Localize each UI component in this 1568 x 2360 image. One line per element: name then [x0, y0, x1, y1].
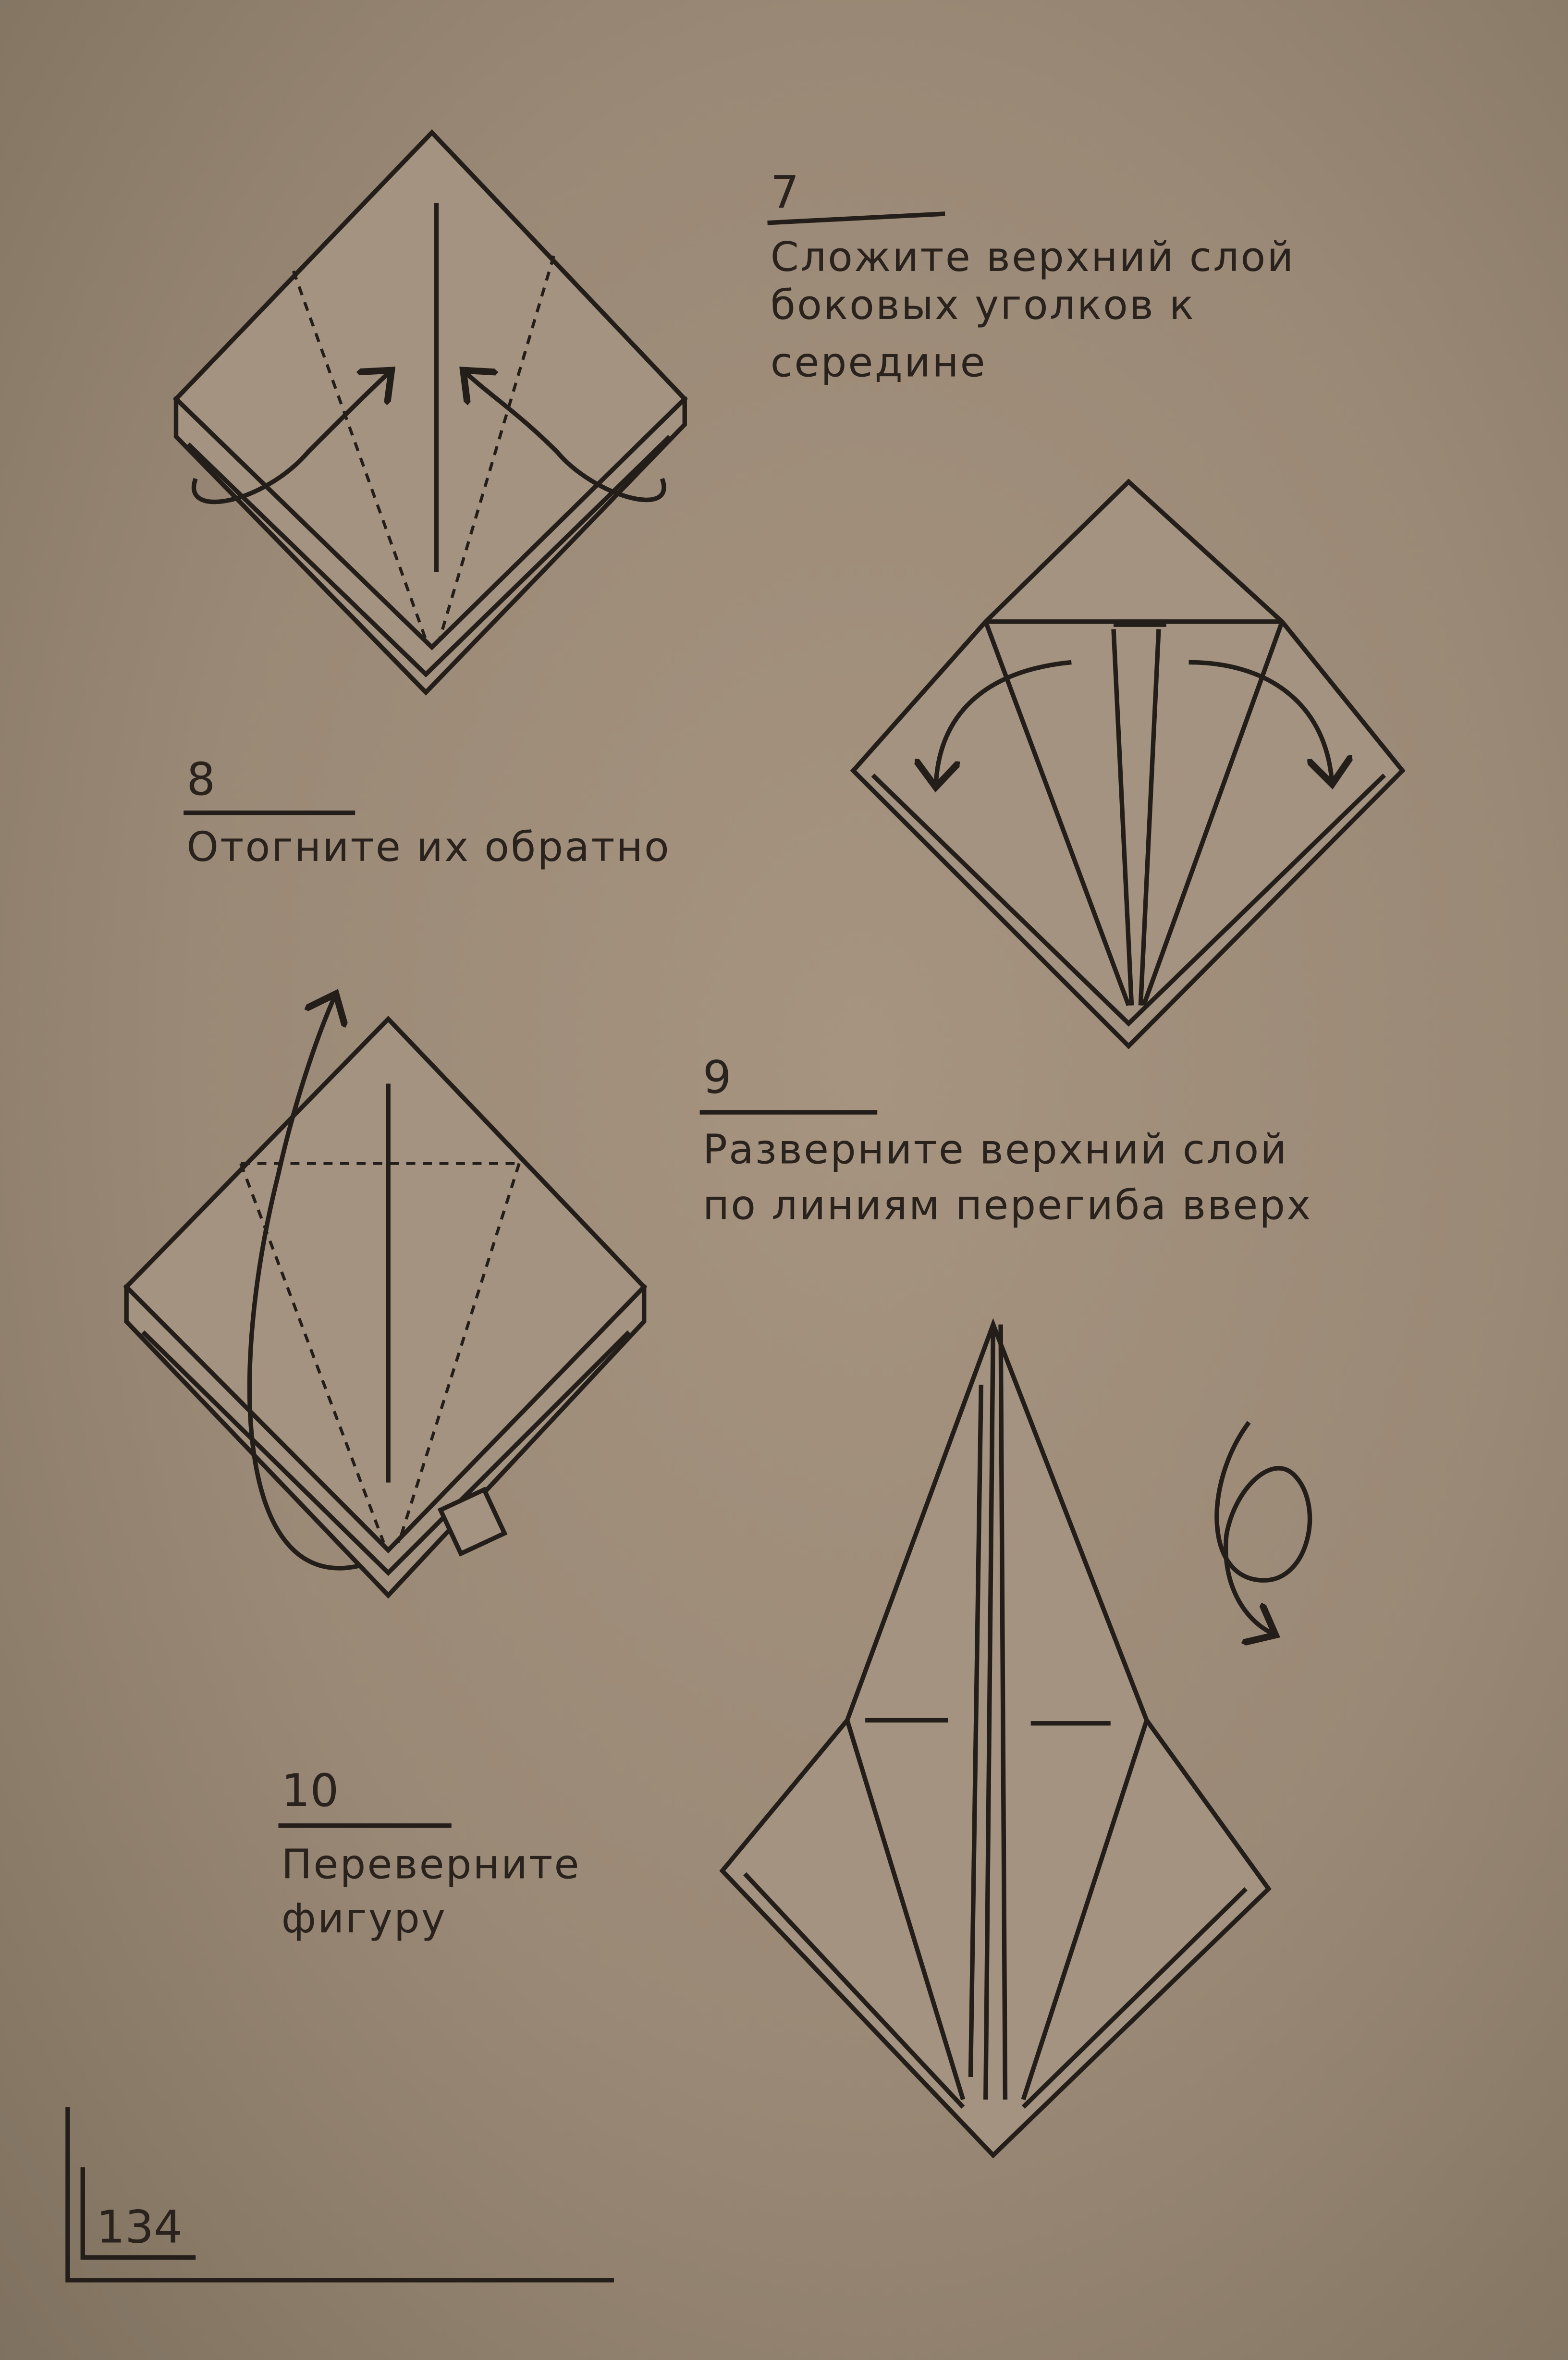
diagram-step-10 — [719, 1318, 1312, 2159]
step-9-caption: 9 Разверните верхний слой по линиям пере… — [699, 1051, 1312, 1229]
svg-text:боковых уголков к: боковых уголков к — [771, 282, 1195, 329]
step-number: 8 — [186, 753, 215, 806]
diagram-step-7 — [172, 129, 688, 696]
step-8-caption: 8 Отогните их обратно — [184, 753, 670, 871]
step-number: 9 — [703, 1051, 732, 1104]
svg-text:середине: середине — [771, 339, 987, 386]
page-number-corner: 134 — [65, 2107, 614, 2283]
svg-text:Переверните: Переверните — [282, 1841, 581, 1888]
step-10-caption: 10 Переверните фигуру — [278, 1765, 581, 1942]
svg-text:Разверните верхний слой: Разверните верхний слой — [703, 1126, 1288, 1173]
diagram-step-8 — [850, 479, 1406, 1049]
svg-text:Сложите верхний слой: Сложите верхний слой — [771, 234, 1295, 281]
page-number: 134 — [96, 2201, 182, 2254]
turn-over-icon — [1214, 1421, 1312, 1633]
step-number: 10 — [282, 1765, 339, 1817]
svg-text:Отогните их обратно: Отогните их обратно — [186, 824, 670, 871]
step-7-caption: 7 Сложите верхний слой боковых уголков к… — [767, 166, 1295, 386]
diagram-step-9 — [123, 998, 648, 1599]
svg-text:фигуру: фигуру — [282, 1895, 447, 1942]
svg-text:по линиям перегиба вверх: по линиям перегиба вверх — [703, 1181, 1312, 1229]
step-number: 7 — [771, 166, 799, 219]
